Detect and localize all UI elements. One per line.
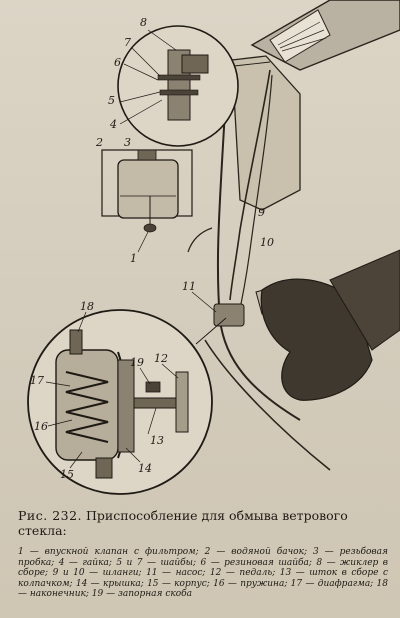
jet-washer-lower — [159, 89, 199, 96]
label-12: 12 — [154, 352, 168, 365]
pump-body-15 — [55, 349, 119, 461]
jet-leader-5 — [119, 91, 161, 103]
label-11: 11 — [182, 280, 196, 293]
hose-to-tank — [187, 227, 213, 253]
label-1: 1 — [130, 252, 137, 265]
label-3: 3 — [124, 136, 131, 149]
label-4: 4 — [109, 118, 117, 131]
label-19: 19 — [130, 356, 144, 369]
pump-tip-18 — [69, 329, 83, 355]
hose-10 — [237, 74, 273, 319]
pump-spring-16 — [65, 371, 109, 443]
pump-rod-13 — [133, 397, 179, 409]
water-tank — [117, 159, 179, 219]
figure-number: Рис. 232. — [18, 508, 83, 523]
driver-shoe — [260, 278, 373, 401]
figure-drawing: 8 7 6 5 4 2 3 1 9 10 11 18 19 12 17 16 1… — [27, 0, 400, 495]
floor-line — [204, 339, 331, 471]
jet-nozzle-head — [181, 54, 209, 74]
figure-legend: 1 — впускной клапан с фильтром; 2 — водя… — [18, 547, 388, 599]
pump-pedal-plate-12 — [175, 371, 189, 433]
pump-callout-line — [195, 317, 227, 345]
pump-cover-14 — [117, 359, 135, 453]
label-9: 9 — [258, 206, 265, 219]
jet-leader-6 — [123, 63, 159, 81]
label-15: 15 — [60, 468, 74, 481]
pump-leader-17 — [45, 381, 71, 387]
jet-leader-7 — [131, 47, 161, 77]
jet-washer-upper — [157, 74, 201, 81]
pump-leader-13 — [147, 407, 157, 435]
label-13: 13 — [150, 434, 164, 447]
pump-leader-14 — [125, 447, 141, 463]
label-8: 8 — [140, 16, 147, 29]
label-17: 17 — [30, 374, 44, 387]
pump-outlet-bottom — [95, 457, 113, 479]
label-7: 7 — [124, 36, 131, 49]
label-6: 6 — [114, 56, 121, 69]
label-5: 5 — [108, 94, 115, 107]
label-2: 2 — [95, 136, 103, 149]
pump-clip-19 — [145, 381, 161, 393]
inlet-valve-filter — [143, 223, 157, 233]
label-10: 10 — [260, 236, 274, 249]
hose-9 — [229, 69, 271, 301]
figure-title: Приспособление для обмыва ветрового стек… — [18, 508, 348, 538]
pump-leader-16 — [47, 419, 73, 427]
pump-leader-11 — [191, 291, 217, 313]
pump-11 — [213, 303, 245, 327]
label-18: 18 — [80, 300, 94, 313]
driver-leg — [329, 249, 400, 351]
tank-leader-1 — [137, 231, 149, 253]
tank-screw-plug — [137, 149, 157, 161]
windshield-washer-figure: 8 7 6 5 4 2 3 1 9 10 11 18 19 12 17 16 1… — [27, 0, 400, 495]
pump-leader-15 — [69, 451, 83, 469]
pump-leader-19 — [139, 367, 151, 385]
pump-leader-12 — [161, 363, 179, 379]
pump-leader-18 — [77, 311, 87, 333]
washer-spray — [277, 21, 327, 52]
figure-caption: Рис. 232. Приспособление для обмыва ветр… — [18, 508, 388, 538]
jet-leader-8 — [147, 29, 177, 51]
label-14: 14 — [138, 462, 152, 475]
jet-leader-4 — [119, 99, 163, 125]
windshield-glass — [269, 9, 331, 63]
label-16: 16 — [34, 420, 48, 433]
jet-to-windshield — [233, 61, 271, 67]
